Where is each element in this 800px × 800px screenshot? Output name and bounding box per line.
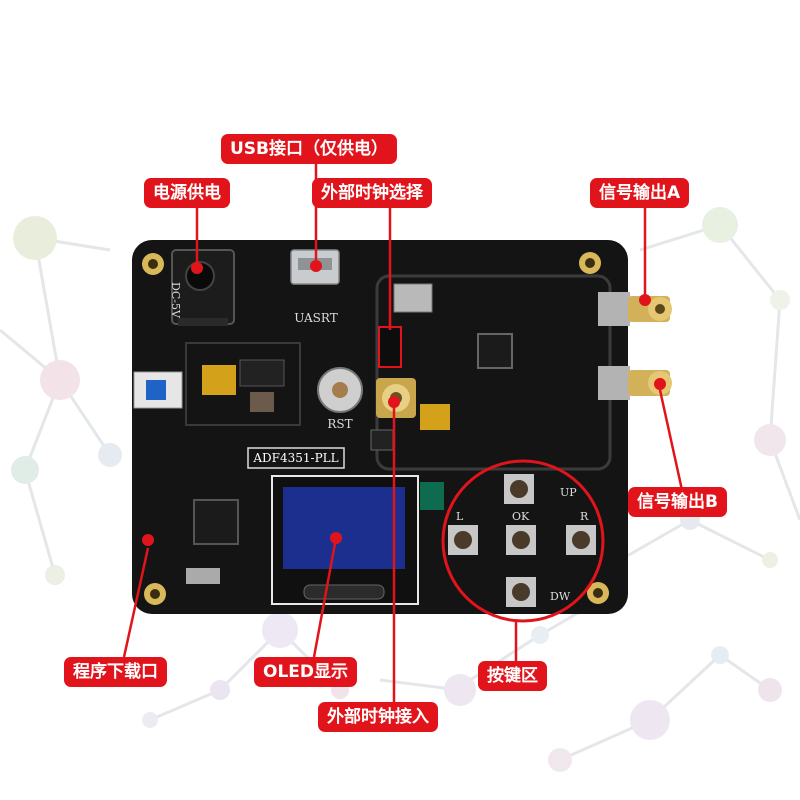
- callout-usb: USB接口（仅供电）: [221, 134, 398, 164]
- oled-display: [271, 475, 444, 605]
- dc-power-jack: [171, 249, 235, 326]
- background-nodes: [11, 207, 790, 772]
- small-ic: [370, 429, 394, 451]
- callout-ext-clock-select: 外部时钟选择: [312, 178, 432, 208]
- button-label-right: R: [580, 510, 589, 523]
- sma-output-a: [598, 292, 672, 326]
- keypad-buttons: [448, 474, 596, 607]
- tantalum-capacitor-2: [420, 404, 450, 430]
- clock-select-jumper: [378, 326, 402, 368]
- callout-power: 电源供电: [144, 178, 230, 208]
- power-switch: [133, 371, 183, 409]
- callout-program-port: 程序下载口: [64, 657, 167, 687]
- mcu-chip: [193, 499, 239, 545]
- oscillator: [393, 283, 433, 313]
- callout-dots: [142, 260, 666, 546]
- button-label-left: L: [456, 510, 464, 523]
- callout-oled: OLED显示: [254, 657, 358, 687]
- crystal: [186, 568, 220, 584]
- callout-output-a: 信号输出A: [590, 178, 690, 208]
- callout-buttons: 按键区: [478, 661, 547, 691]
- silkscreen-rst: RST: [327, 417, 352, 431]
- pcb-board: ADF4351-PLL DC-5V UASRT RST UP L OK R DW: [132, 240, 672, 614]
- callout-output-b: 信号输出B: [628, 487, 727, 517]
- mounting-holes: [142, 252, 609, 605]
- reset-button: [317, 367, 363, 413]
- tantalum-capacitor: [202, 365, 236, 395]
- silkscreen-dc: DC-5V: [169, 282, 182, 319]
- regulator-chip: [239, 359, 285, 387]
- pll-chip: [477, 333, 513, 369]
- button-label-down: DW: [550, 590, 571, 603]
- callout-leaders: [122, 164, 684, 702]
- callout-ext-clock-in: 外部时钟接入: [318, 702, 438, 732]
- button-label-ok: OK: [512, 510, 530, 523]
- button-label-up: UP: [560, 486, 577, 499]
- silkscreen-model: ADF4351-PLL: [252, 451, 338, 465]
- silkscreen-usb: UASRT: [294, 311, 337, 325]
- inductor: [250, 392, 274, 412]
